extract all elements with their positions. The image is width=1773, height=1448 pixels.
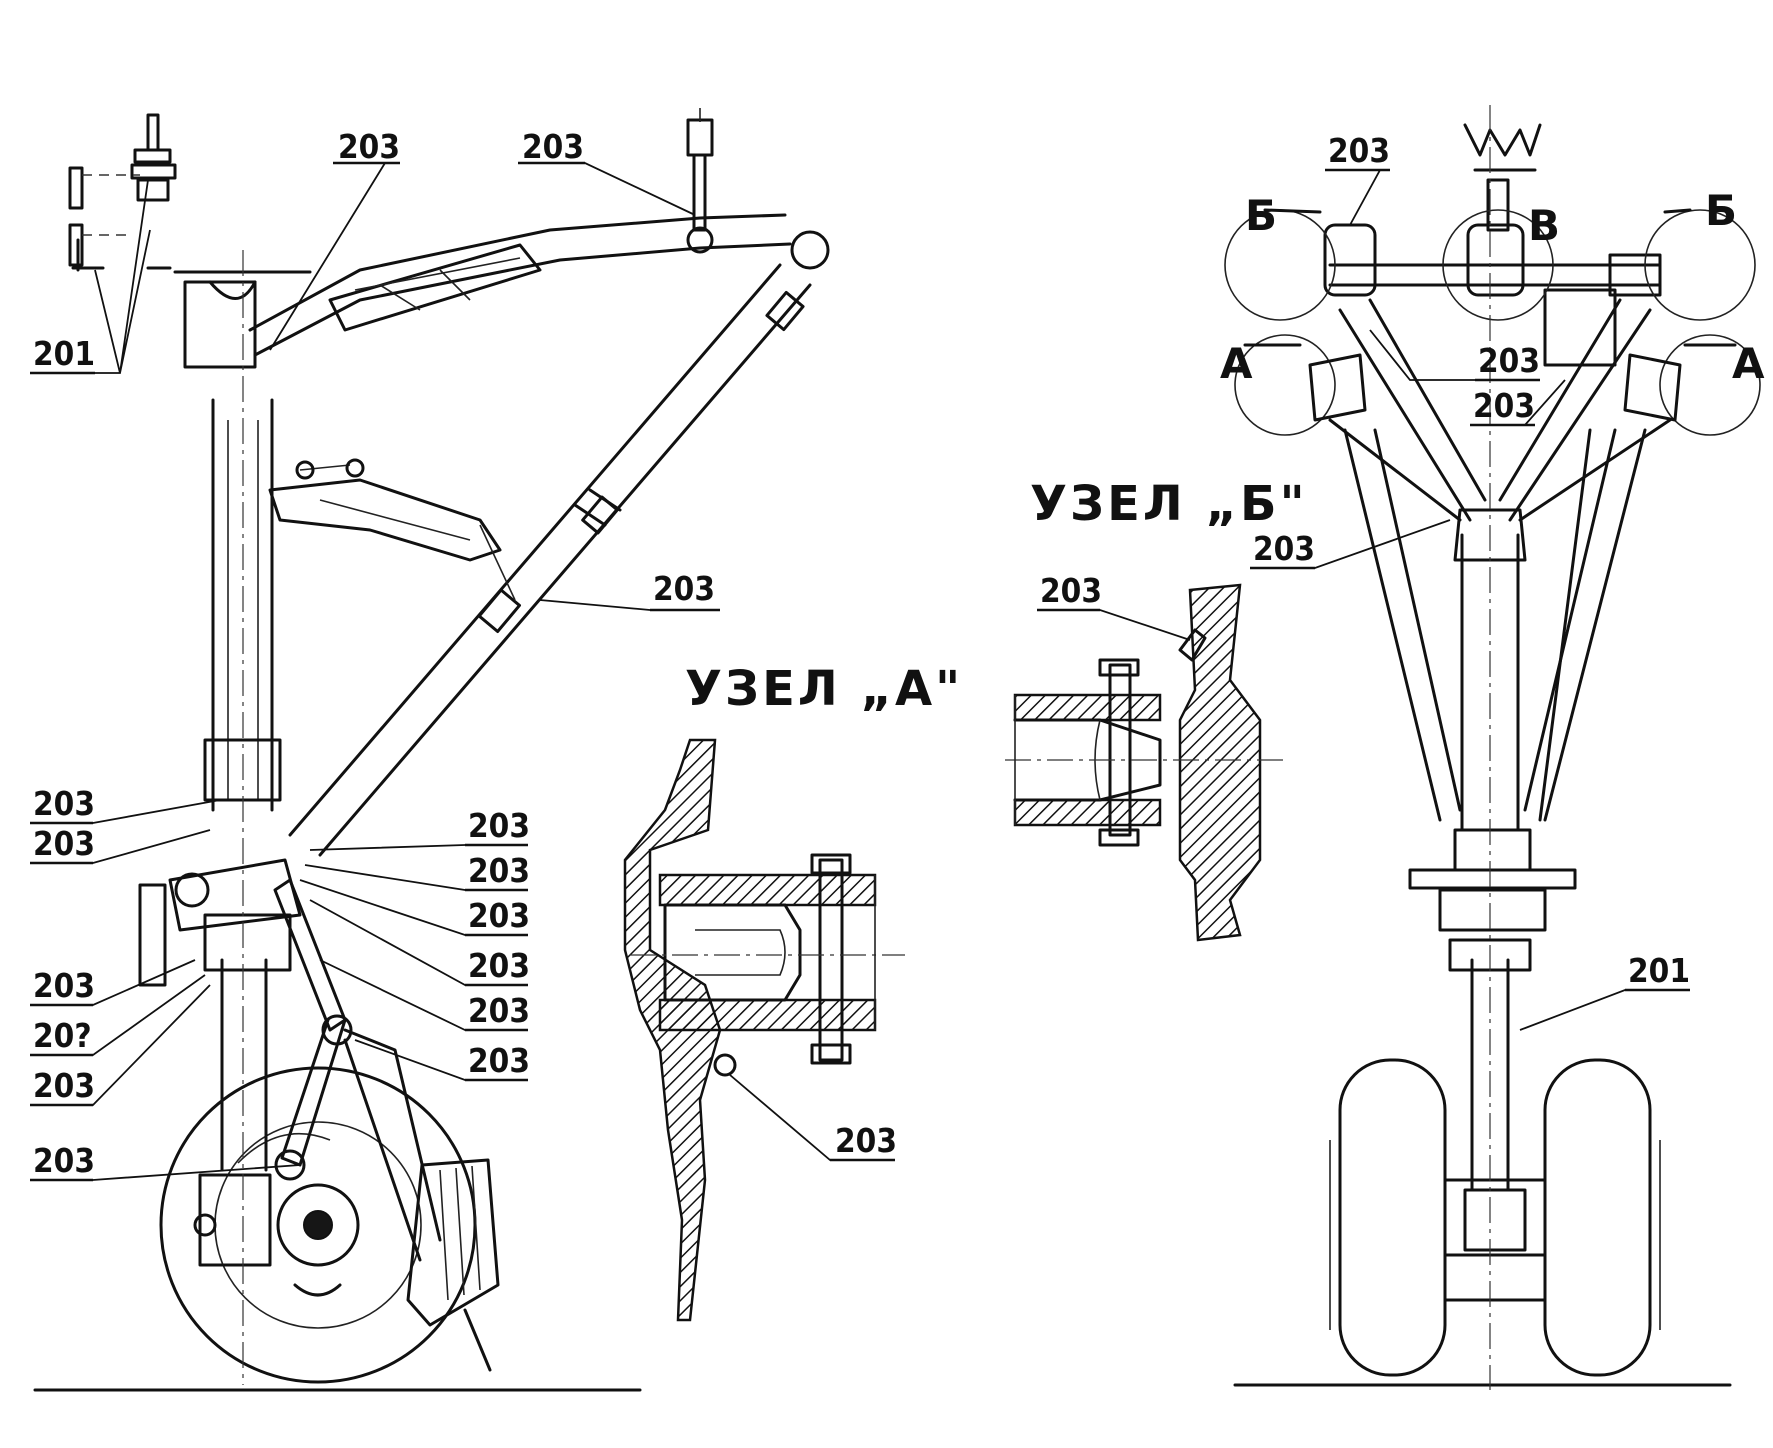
rotation-circle-b-right — [1644, 209, 1756, 321]
rotation-circle-v — [1442, 209, 1554, 321]
callout-203-right-5: 203 — [468, 991, 530, 1030]
front-wheel-left — [1338, 1058, 1447, 1377]
callout-201-left: 201 — [33, 334, 95, 373]
letter-b-right: Б — [1705, 186, 1737, 235]
callout-203-right-1: 203 — [468, 806, 530, 845]
front-long-strut-right — [1523, 428, 1647, 822]
callout-203-front-low: 203 — [1253, 529, 1315, 568]
letter-b-left: Б — [1245, 191, 1277, 240]
rotation-circle-a-right — [1659, 334, 1761, 436]
exploded-bolt — [68, 113, 177, 267]
node-a-bushing — [663, 903, 802, 1002]
side-view — [33, 108, 830, 1420]
front-top-beam — [1328, 263, 1662, 287]
torque-link — [273, 878, 347, 1167]
callout-203-node-a: 203 — [835, 1121, 897, 1160]
node-b-title: УЗЕЛ „Б" — [1030, 476, 1308, 532]
callout-203-left-2: 203 — [33, 824, 95, 863]
callout-labels: 201 203 203 203 203 203 203 20? 203 203 … — [30, 127, 1690, 1182]
callout-203-left-3: 203 — [33, 966, 95, 1005]
ground-left — [35, 1390, 640, 1420]
callout-203-front-mid-1: 203 — [1478, 341, 1540, 380]
drag-brace — [288, 263, 812, 857]
view-letters: Б В Б А А — [1220, 186, 1765, 388]
callout-203-left-5: 203 — [33, 1066, 95, 1105]
side-wheel-hub — [276, 1183, 360, 1267]
callout-203-right-2: 203 — [468, 851, 530, 890]
front-view — [1224, 105, 1761, 1415]
node-b-flange-section — [1178, 583, 1262, 942]
letter-a-left: А — [1220, 339, 1253, 388]
front-wheel-right — [1543, 1058, 1652, 1377]
callout-201-front: 201 — [1628, 951, 1690, 990]
callout-203-front-top: 203 — [1328, 131, 1390, 170]
side-link — [268, 478, 502, 562]
upper-actuator — [248, 213, 792, 357]
rotation-circle-a-left — [1234, 334, 1336, 436]
front-v-brace-right — [1498, 298, 1652, 522]
callout-203-right-6: 203 — [468, 1041, 530, 1080]
callout-203-top-right: 203 — [522, 127, 584, 166]
front-v-brace-left — [1338, 298, 1487, 522]
callout-203-right-4: 203 — [468, 946, 530, 985]
strut-collar — [168, 858, 302, 932]
rotation-circle-b-left — [1224, 209, 1336, 321]
callout-203-node-b: 203 — [1040, 571, 1102, 610]
letter-a-right: А — [1732, 339, 1765, 388]
callout-203-left-4-partial: 20? — [33, 1016, 92, 1055]
callout-203-front-mid-2: 203 — [1473, 386, 1535, 425]
node-a-detail: УЗЕЛ „А" — [623, 661, 963, 1322]
main-strut — [211, 398, 274, 812]
callout-203-left-1: 203 — [33, 784, 95, 823]
node-a-title: УЗЕЛ „А" — [685, 661, 963, 717]
node-b-detail: УЗЕЛ „Б" — [1005, 476, 1308, 942]
ground-right — [1235, 1385, 1730, 1415]
side-wheel-tire — [159, 1066, 477, 1384]
callout-203-left-6: 203 — [33, 1141, 95, 1180]
callout-203-top-left: 203 — [338, 127, 400, 166]
letter-v: В — [1528, 201, 1560, 250]
fender-block — [406, 1158, 500, 1327]
upper-mount — [183, 280, 257, 369]
front-main-strut — [1460, 533, 1520, 832]
front-long-strut-left — [1343, 428, 1462, 822]
callout-203-right-3: 203 — [468, 896, 530, 935]
callout-203-brace: 203 — [653, 569, 715, 608]
